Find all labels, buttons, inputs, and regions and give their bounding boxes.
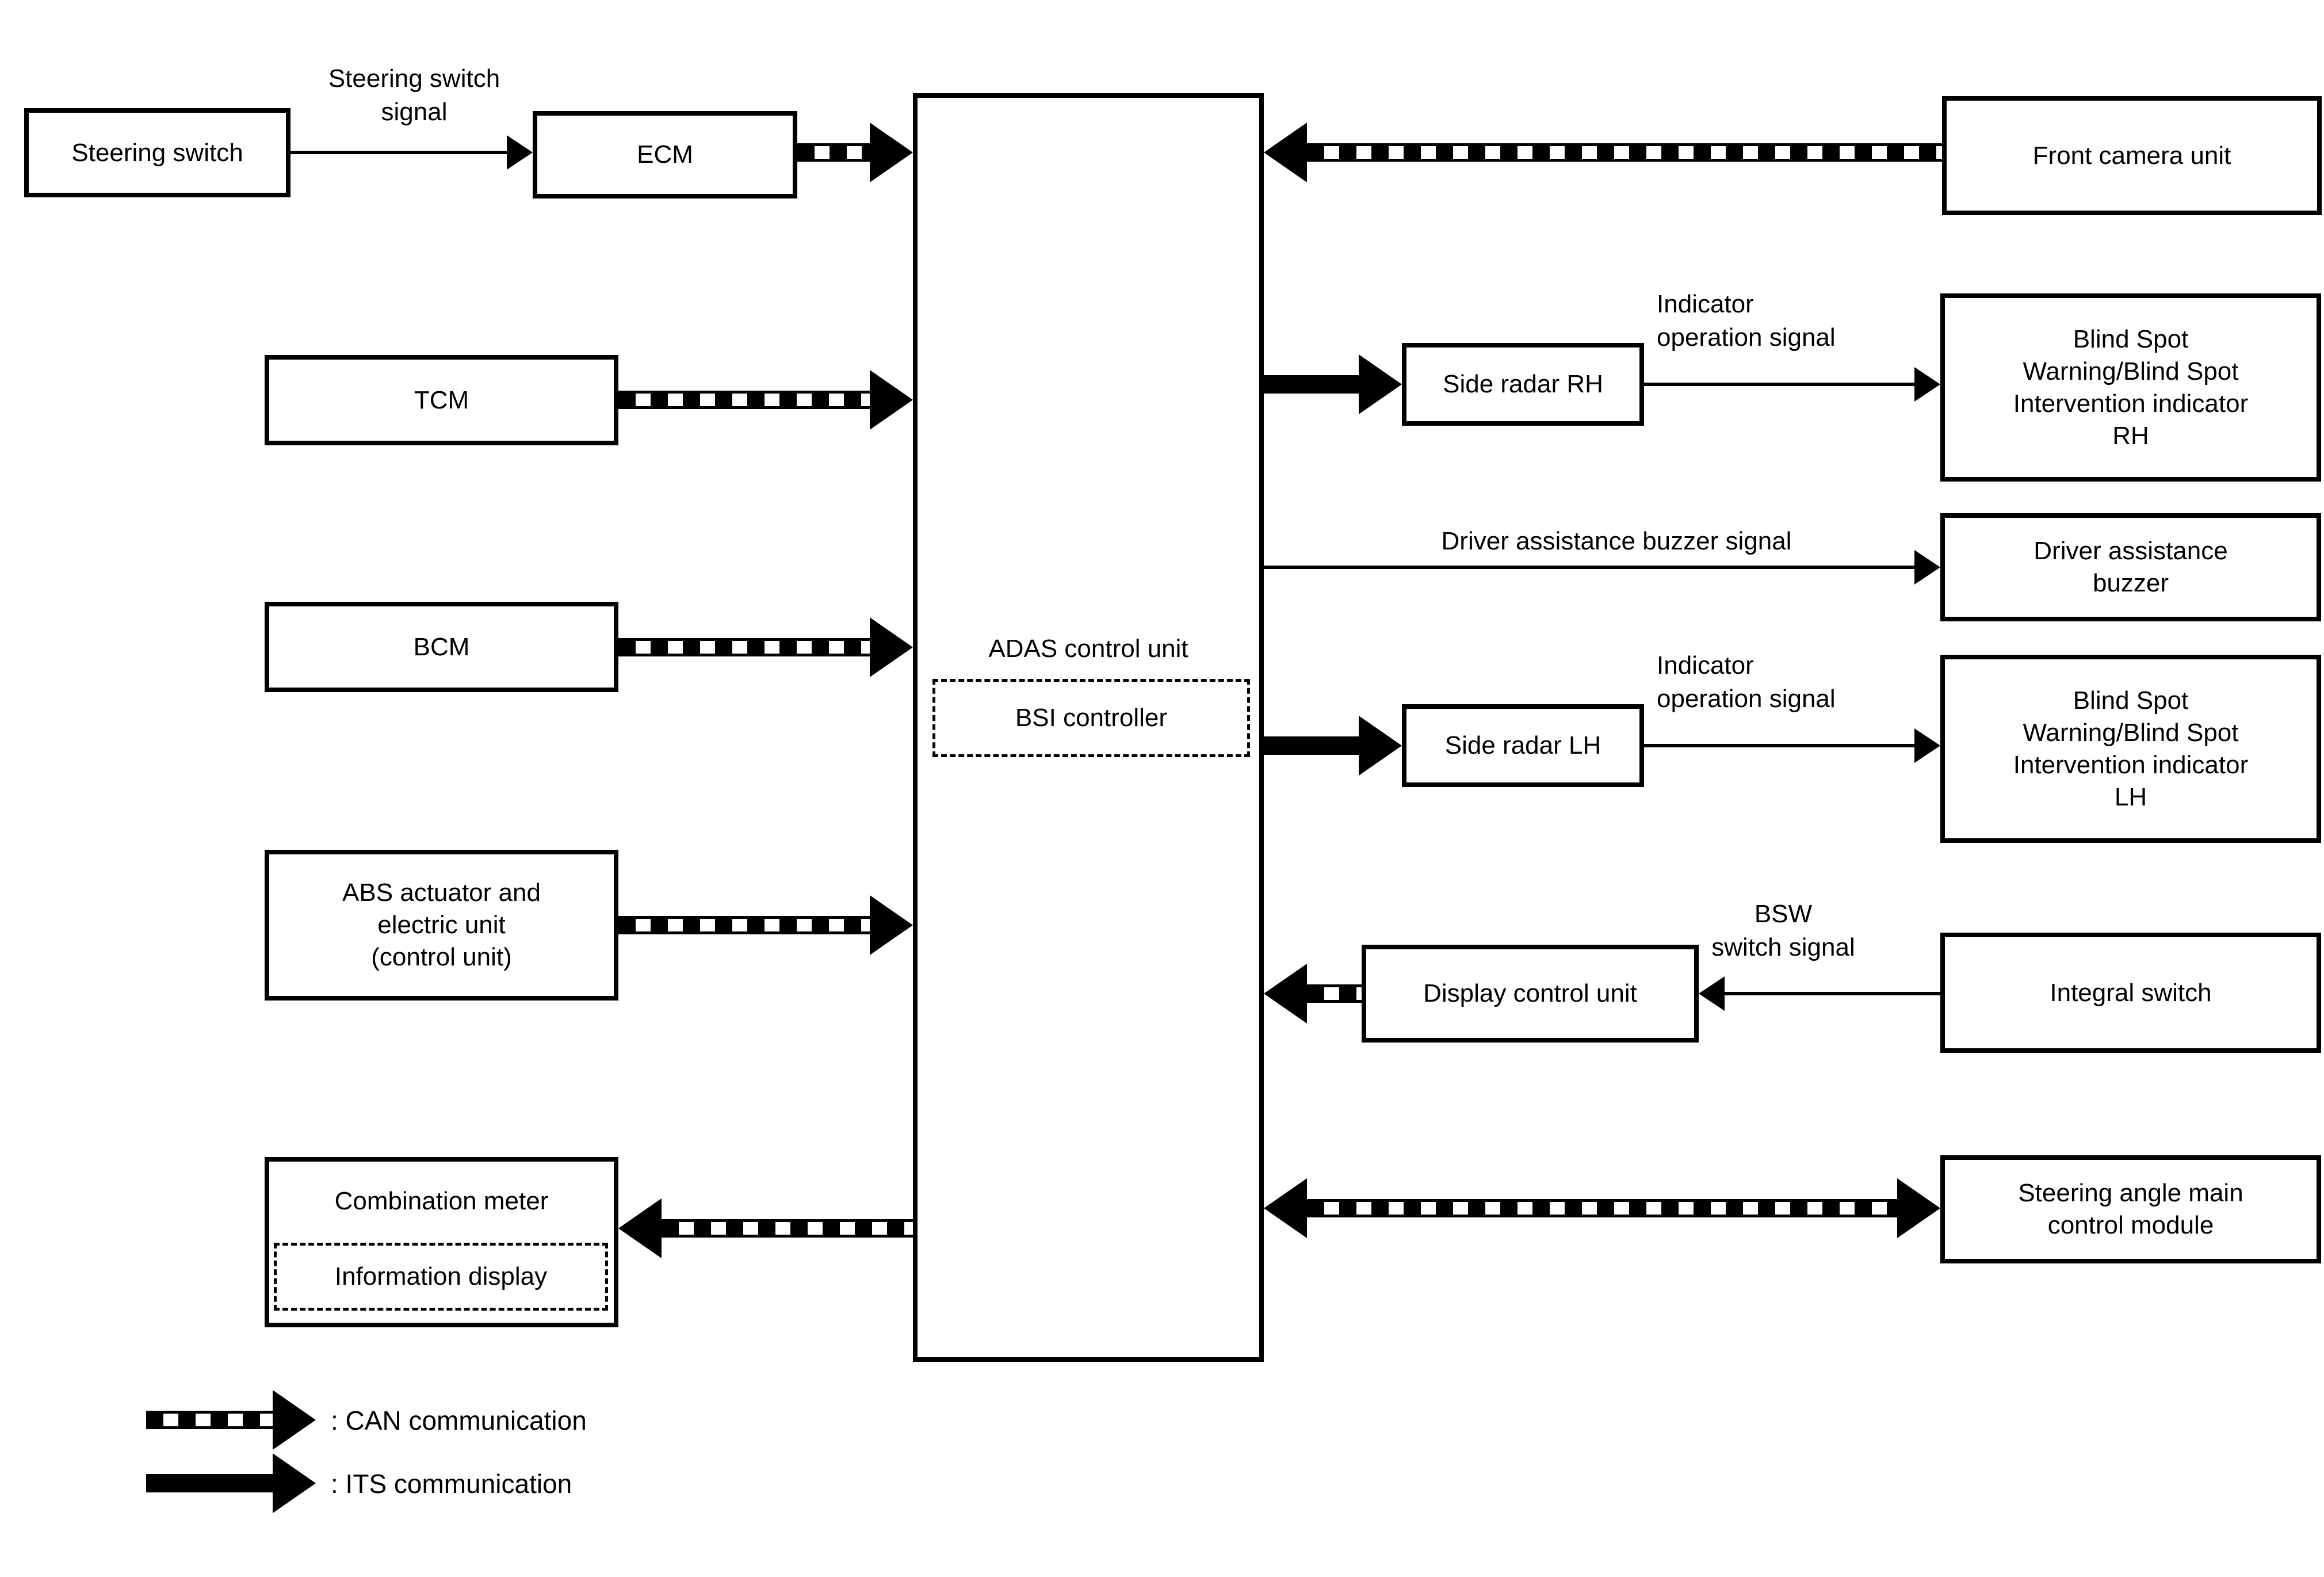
arrow-line <box>797 143 870 162</box>
node-adas-control-unit-label: ADAS control unit <box>988 635 1188 663</box>
node-combination-meter: Combination meter Information display <box>265 1157 618 1327</box>
node-display-control-unit-label: Display control unit <box>1423 979 1637 1007</box>
node-driver-assistance-buzzer-label: Driver assistance buzzer <box>2033 537 2228 597</box>
arrow-line <box>1264 566 1914 569</box>
arrowhead-right <box>870 895 913 955</box>
arrow-line <box>618 638 870 656</box>
node-side-radar-rh-label: Side radar RH <box>1443 370 1603 398</box>
arrowhead-right <box>1897 1178 1940 1238</box>
arrowhead-left <box>1264 964 1307 1024</box>
node-combination-meter-label: Combination meter <box>334 1187 549 1215</box>
node-side-radar-rh: Side radar RH <box>1402 343 1644 426</box>
legend-its-arrowhead <box>273 1453 316 1513</box>
node-side-radar-lh-label: Side radar LH <box>1444 731 1601 759</box>
node-steering-angle-module: Steering angle main control module <box>1940 1155 2321 1263</box>
legend-its-arrow-sample <box>146 1474 273 1492</box>
arrowhead-left <box>1264 1178 1307 1238</box>
node-bcm: BCM <box>265 602 618 692</box>
node-ecm: ECM <box>533 111 797 198</box>
arrowhead-right <box>870 617 913 677</box>
node-front-camera-unit-label: Front camera unit <box>2032 141 2231 170</box>
node-steering-switch-label: Steering switch <box>71 138 243 167</box>
label-indicator-operation-signal-rh: Indicator operation signal <box>1657 290 1836 352</box>
arrowhead-left <box>618 1198 662 1258</box>
node-bsw-indicator-lh-label: Blind Spot Warning/Blind Spot Interventi… <box>2013 686 2249 811</box>
node-bsw-indicator-lh: Blind Spot Warning/Blind Spot Interventi… <box>1940 655 2321 843</box>
legend-can-label: : CAN communication <box>331 1406 587 1435</box>
node-steering-angle-module-label: Steering angle main control module <box>2018 1179 2243 1239</box>
node-bsi-controller-label: BSI controller <box>1015 704 1168 732</box>
arrowhead-right <box>870 123 913 182</box>
node-ecm-label: ECM <box>637 140 693 169</box>
node-integral-switch: Integral switch <box>1940 933 2321 1053</box>
arrow-line <box>1307 1199 1897 1217</box>
node-abs-actuator-label: ABS actuator and electric unit (control … <box>342 879 541 971</box>
node-tcm-label: TCM <box>414 385 469 414</box>
legend-can-arrowhead <box>273 1390 316 1450</box>
node-integral-switch-label: Integral switch <box>2050 978 2212 1007</box>
label-indicator-operation-signal-lh: Indicator operation signal <box>1657 651 1836 713</box>
label-bsw-switch-signal: BSW switch signal <box>1711 900 1855 961</box>
node-bsi-controller: BSI controller <box>932 679 1250 757</box>
arrowhead-right <box>1359 354 1402 414</box>
node-adas-control-unit: ADAS control unit BSI controller <box>913 93 1264 1362</box>
arrowhead-right <box>1914 728 1940 763</box>
node-abs-actuator: ABS actuator and electric unit (control … <box>265 850 618 1001</box>
node-steering-switch: Steering switch <box>24 108 290 197</box>
arrowhead-left <box>1699 976 1725 1011</box>
node-side-radar-lh: Side radar LH <box>1402 704 1644 787</box>
arrow-line <box>1307 143 1942 162</box>
label-driver-assistance-buzzer-signal: Driver assistance buzzer signal <box>1441 527 1792 555</box>
node-driver-assistance-buzzer: Driver assistance buzzer <box>1940 513 2321 621</box>
label-steering-switch-signal: Steering switch signal <box>328 64 500 126</box>
legend-can-arrow-sample <box>146 1411 273 1429</box>
arrow-line <box>1307 984 1362 1003</box>
arrow-line <box>1264 375 1359 394</box>
node-bcm-label: BCM <box>413 632 470 661</box>
arrowhead-right <box>870 370 913 430</box>
arrow-line <box>1725 992 1940 995</box>
node-tcm: TCM <box>265 355 618 445</box>
node-front-camera-unit: Front camera unit <box>1942 96 2322 215</box>
arrow-line <box>618 916 870 934</box>
arrowhead-right <box>507 135 533 170</box>
arrow-line <box>290 151 507 154</box>
legend-its-label: : ITS communication <box>331 1469 572 1499</box>
arrowhead-right <box>1914 367 1940 402</box>
arrow-line <box>618 391 870 409</box>
arrowhead-right <box>1359 716 1402 776</box>
node-information-display-label: Information display <box>334 1262 548 1290</box>
arrowhead-left <box>1264 123 1307 182</box>
arrow-line <box>1644 383 1914 386</box>
node-information-display: Information display <box>274 1243 608 1311</box>
arrow-line <box>662 1219 913 1238</box>
node-bsw-indicator-rh: Blind Spot Warning/Blind Spot Interventi… <box>1940 293 2321 482</box>
node-display-control-unit: Display control unit <box>1362 945 1699 1043</box>
arrowhead-right <box>1914 550 1940 585</box>
node-bsw-indicator-rh-label: Blind Spot Warning/Blind Spot Interventi… <box>2013 324 2249 450</box>
arrow-line <box>1644 744 1914 747</box>
arrow-line <box>1264 736 1359 755</box>
